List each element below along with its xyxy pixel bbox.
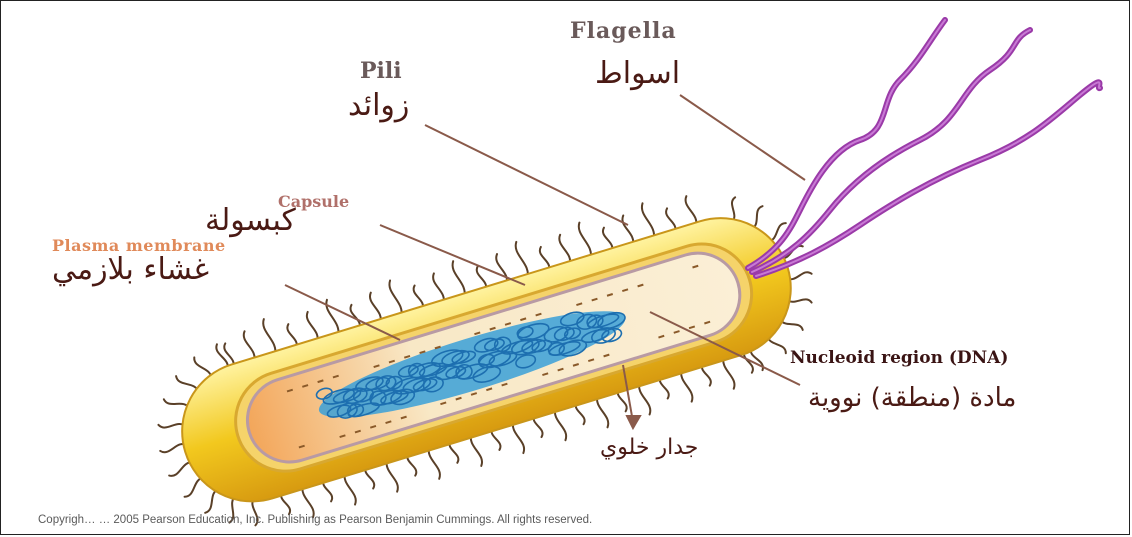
- copyright-notice: Copyrigh… … 2005 Pearson Education, Inc.…: [38, 514, 592, 526]
- pili-label-en: Pili: [360, 58, 402, 84]
- flagella-label-ar: اسواط: [595, 56, 680, 91]
- pili-label-ar: زوائد: [348, 88, 409, 123]
- flagella-label-en: Flagella: [570, 18, 677, 44]
- capsule-label-ar: كبسولة: [205, 203, 296, 238]
- flagella: [748, 20, 1100, 276]
- pili-pointer: [425, 125, 628, 225]
- cell-wall-label-ar: جدار خلوي: [600, 435, 698, 460]
- flagella-pointer: [680, 95, 805, 180]
- nucleoid-label-ar: مادة (منطقة) نووية: [808, 383, 1016, 413]
- nucleoid-label-en: Nucleoid region (DNA): [790, 348, 1008, 368]
- plasma-membrane-label-ar: غشاء بلازمي: [52, 252, 209, 287]
- capsule-pointer: [380, 225, 525, 285]
